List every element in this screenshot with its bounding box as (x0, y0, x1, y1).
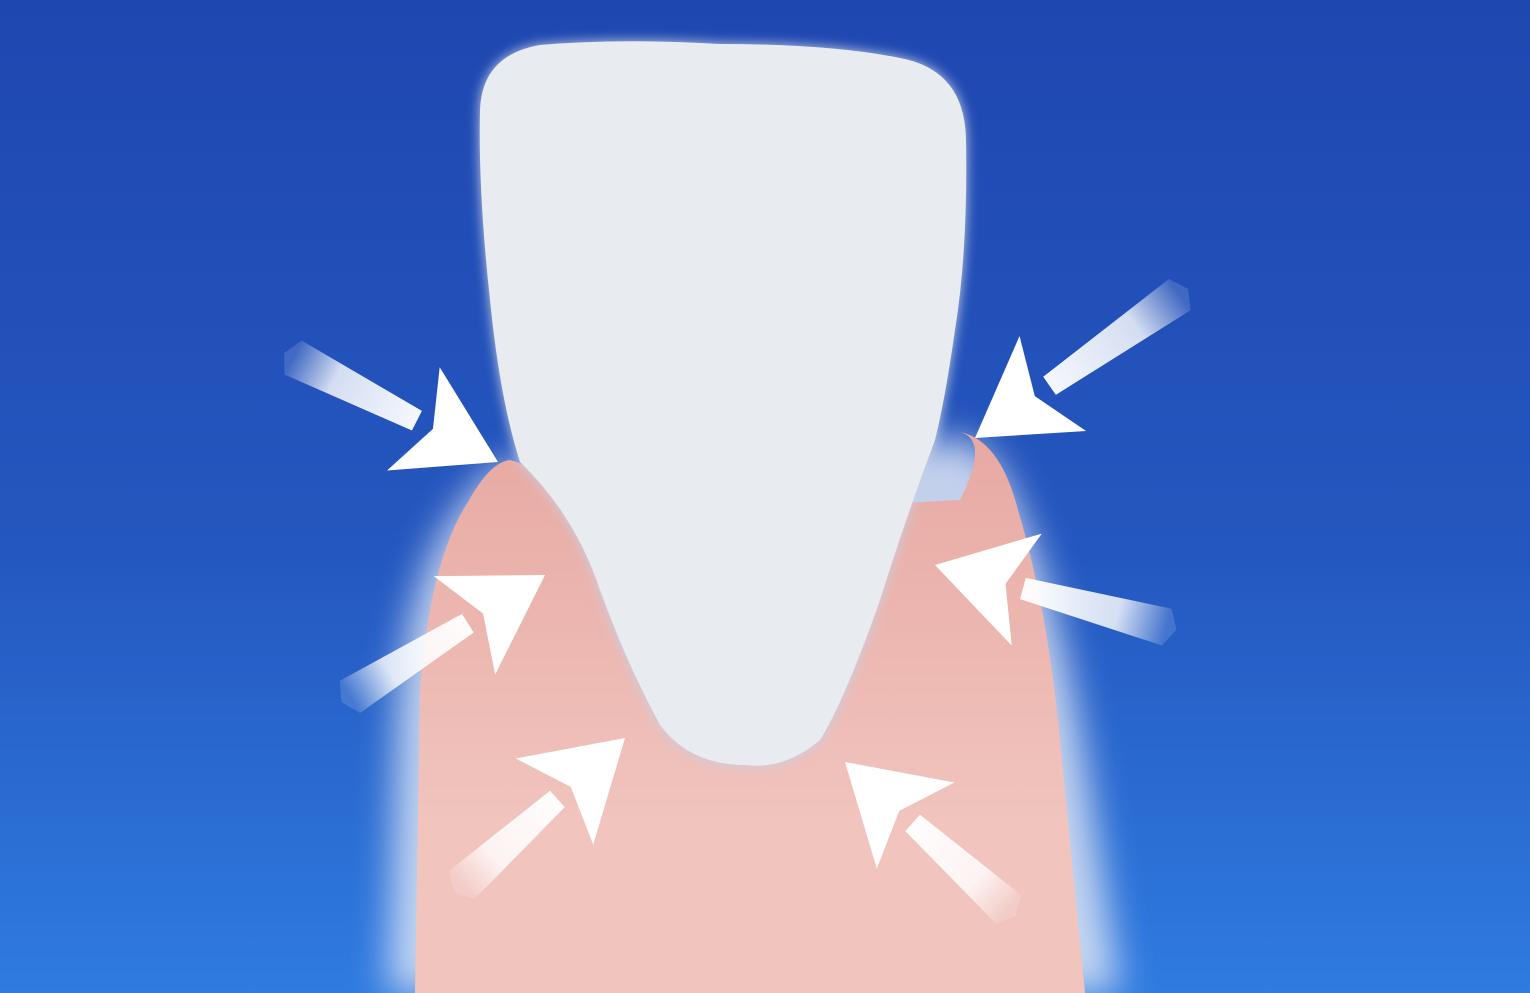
illustration-canvas (0, 0, 1530, 993)
tooth-gum-illustration (0, 0, 1530, 993)
